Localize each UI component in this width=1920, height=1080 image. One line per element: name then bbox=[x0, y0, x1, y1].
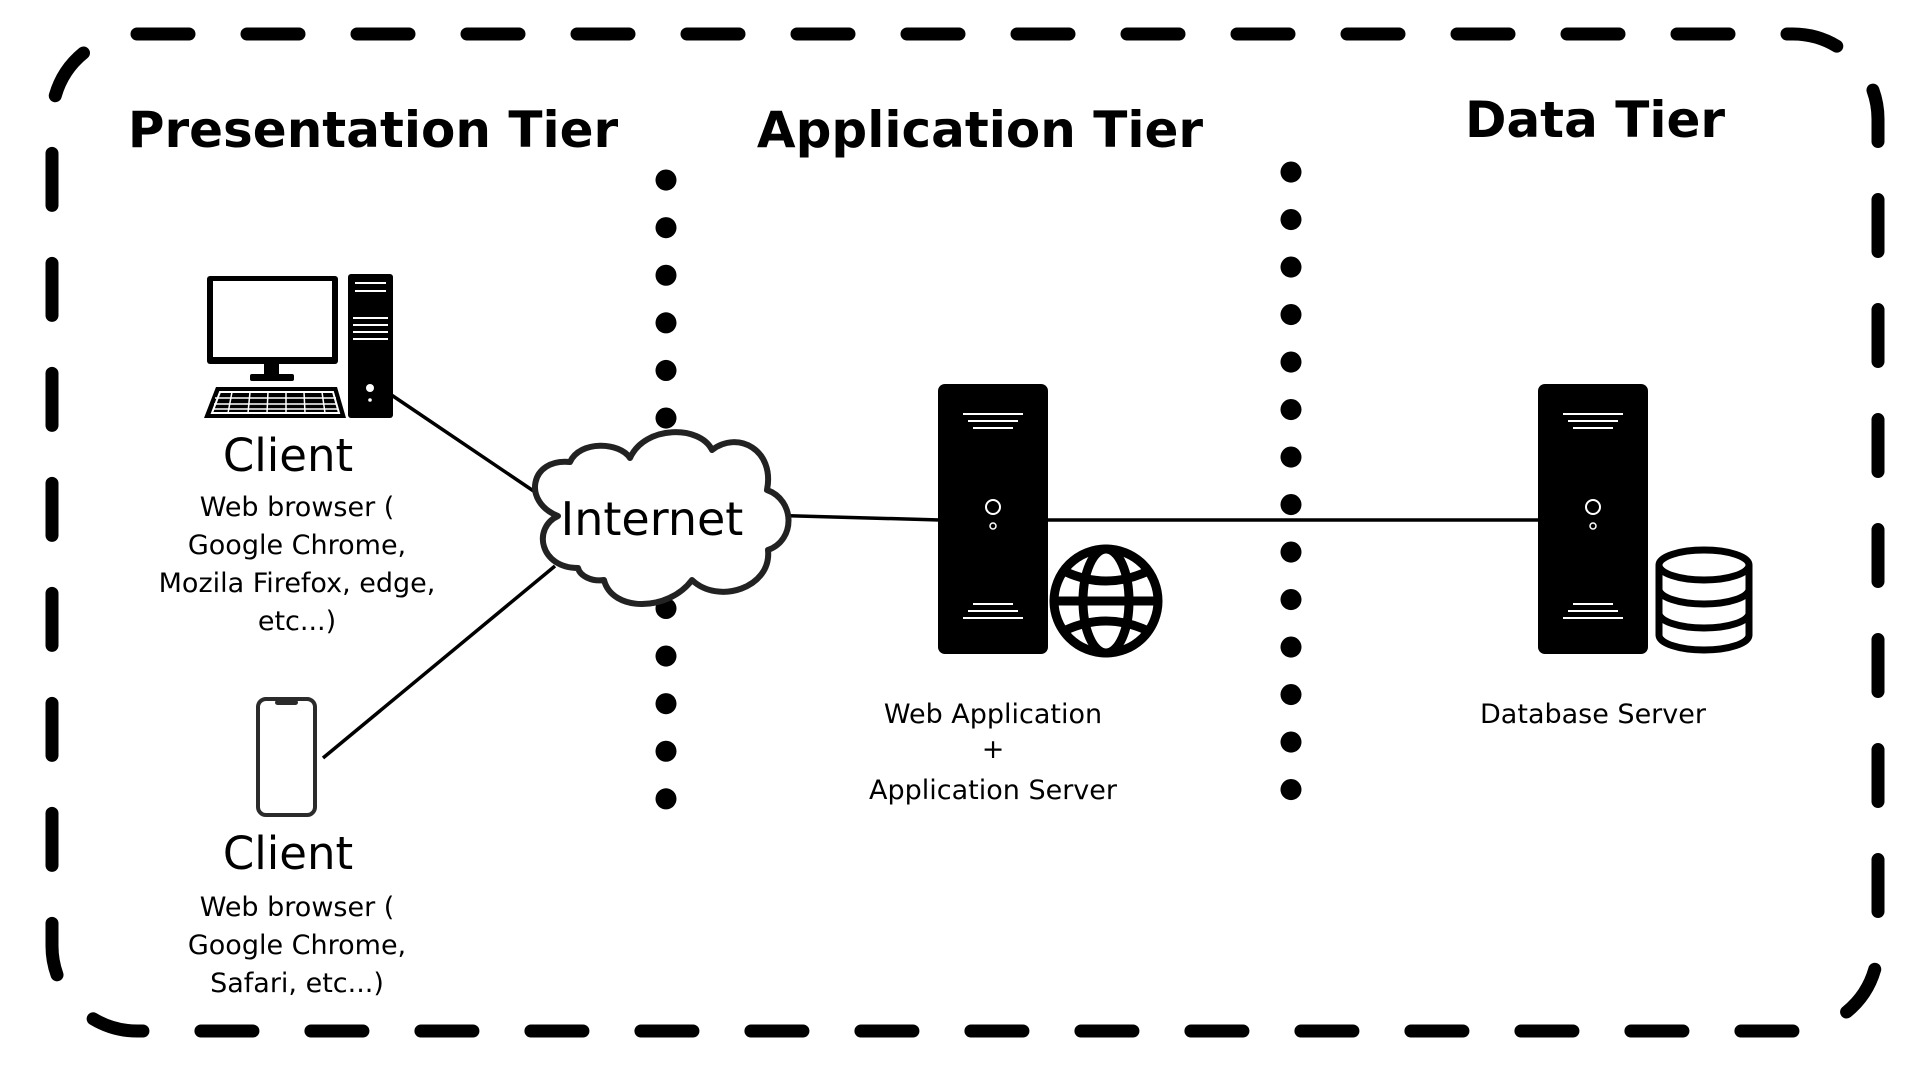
app-server-label-line-2: + bbox=[982, 734, 1005, 765]
desktop-computer-icon bbox=[204, 274, 393, 418]
outer-dashed-boundary bbox=[45, 27, 1885, 1038]
app-server-label-line-1: Web Application bbox=[884, 699, 1102, 730]
application-tier-title: Application Tier bbox=[757, 101, 1203, 159]
connection-mobile-internet bbox=[321, 564, 557, 760]
smartphone-icon bbox=[256, 697, 317, 817]
database-icon bbox=[1655, 546, 1753, 654]
connection-desktop-internet bbox=[389, 392, 536, 494]
connection-internet-appserver bbox=[762, 513, 941, 522]
server-tower-icon bbox=[938, 384, 1048, 654]
desktop-client-description-line-4: etc...) bbox=[258, 606, 336, 637]
mobile-client-description-line-3: Safari, etc...) bbox=[210, 968, 384, 999]
desktop-client-description-line-1: Web browser ( bbox=[200, 492, 395, 523]
data-tier-title: Data Tier bbox=[1465, 91, 1725, 149]
mobile-client-title: Client bbox=[223, 827, 353, 880]
connections bbox=[321, 392, 1540, 760]
app-server-label-line-3: Application Server bbox=[869, 775, 1118, 806]
desktop-client-title: Client bbox=[223, 429, 353, 482]
presentation-tier-title: Presentation Tier bbox=[128, 101, 619, 159]
cloud-icon bbox=[532, 429, 792, 607]
internet-label: Internet bbox=[561, 492, 744, 546]
db-server-label: Database Server bbox=[1480, 699, 1707, 730]
server-tower-icon bbox=[1538, 384, 1648, 654]
desktop-client-description-line-2: Google Chrome, bbox=[188, 530, 406, 561]
desktop-client-description-line-3: Mozila Firefox, edge, bbox=[159, 568, 436, 599]
mobile-client-description-line-2: Google Chrome, bbox=[188, 930, 406, 961]
mobile-client-description-line-1: Web browser ( bbox=[200, 892, 395, 923]
globe-icon bbox=[1049, 544, 1163, 658]
